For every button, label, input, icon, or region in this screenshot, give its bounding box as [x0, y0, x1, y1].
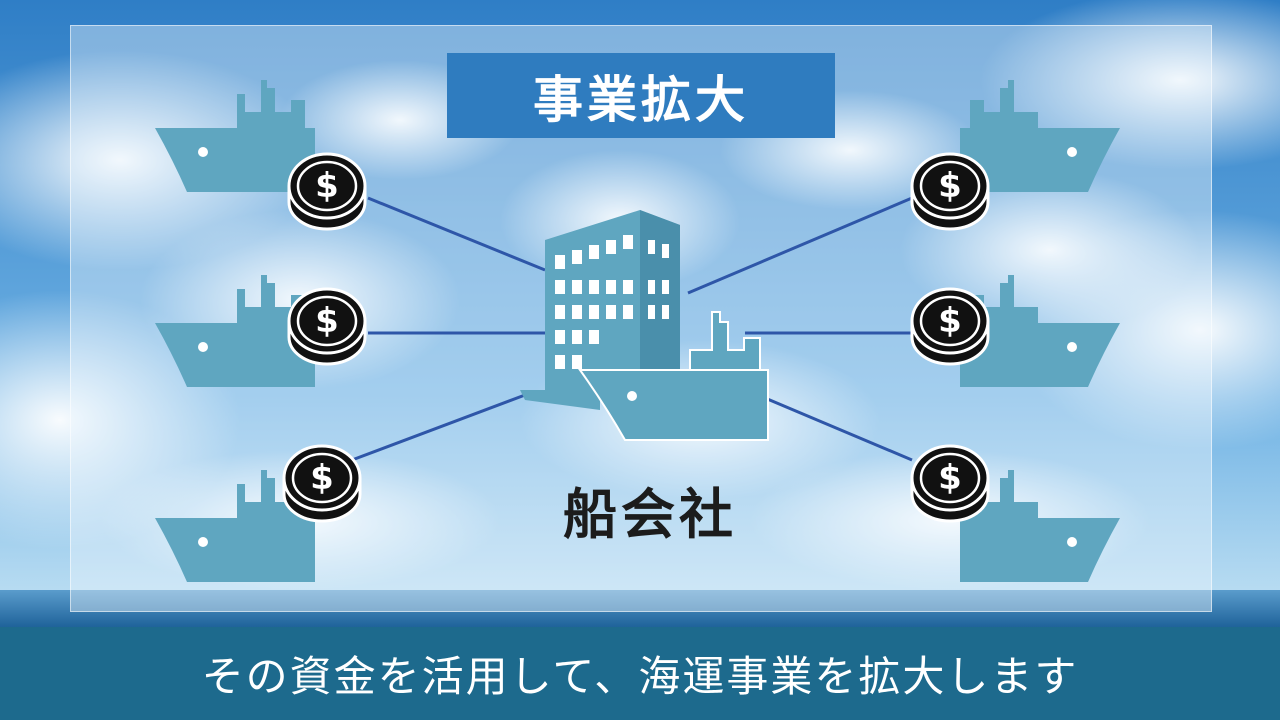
- slide-title: 事業拡大: [447, 53, 835, 138]
- ship-icon: [578, 311, 769, 441]
- coin-symbol: $: [938, 458, 962, 498]
- dollar-coin-icon: $: [910, 152, 990, 231]
- coin-symbol: $: [310, 458, 334, 498]
- coin-symbol: $: [315, 301, 339, 341]
- shipping-company-label: 船会社: [563, 482, 737, 546]
- connection-lines: [351, 196, 913, 462]
- caption-subtitle: その資金を活用して、海運事業を拡大します: [0, 627, 1280, 720]
- line-bot-left: [351, 393, 526, 462]
- coin-symbol: $: [938, 166, 962, 206]
- dollar-coin-icon: $: [910, 444, 990, 523]
- line-bot-right: [764, 396, 913, 462]
- line-top-left: [367, 196, 546, 272]
- office-building-icon: [520, 210, 680, 410]
- dollar-coin-icon: $: [282, 444, 362, 523]
- dollar-coin-icon: $: [287, 152, 367, 231]
- line-top-right: [687, 196, 913, 295]
- coin-symbol: $: [938, 301, 962, 341]
- dollar-coin-icon: $: [910, 287, 990, 366]
- dollar-coin-icon: $: [287, 287, 367, 366]
- coin-symbol: $: [315, 166, 339, 206]
